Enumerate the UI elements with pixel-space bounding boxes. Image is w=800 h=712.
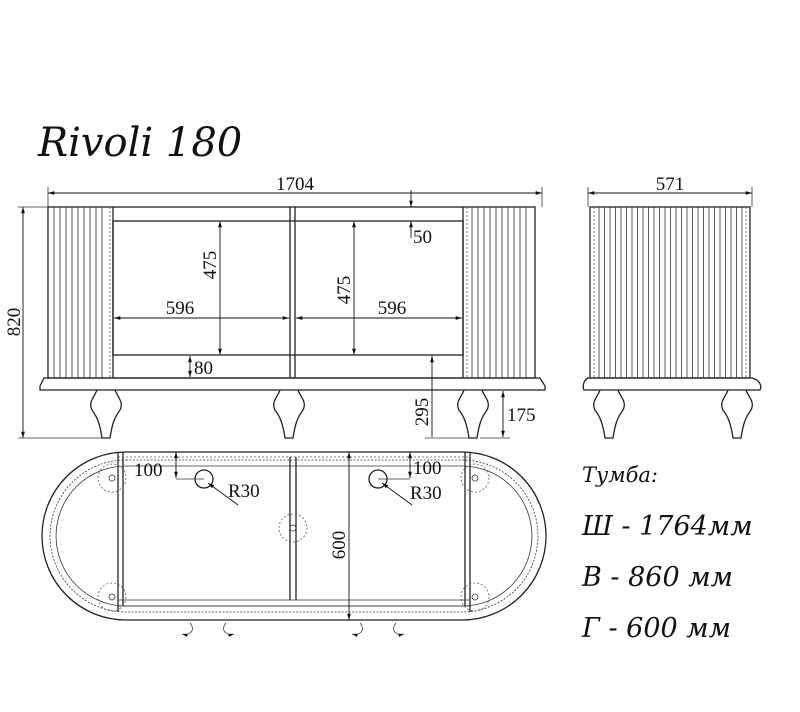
hole-radius-right: R30 (410, 483, 442, 504)
base-plinth (39, 377, 546, 391)
leg (721, 389, 753, 439)
dim-offset-right: 100 (413, 458, 442, 479)
top-view: 100 100 R30 R30 600 (41, 451, 547, 637)
dim-top-rail: 50 (413, 227, 432, 248)
legs (90, 389, 489, 439)
dim-door-height-right: 475 (334, 276, 355, 305)
cabinet-body (47, 206, 536, 379)
drawing-title: Rivoli 180 (37, 120, 242, 166)
dim-height: 820 (4, 308, 25, 337)
side-fluted-panel (598, 207, 743, 378)
side-base (582, 377, 762, 391)
specs-heading: Тумба: (582, 463, 658, 487)
dim-base-height: 295 (412, 398, 433, 427)
door-panel (112, 220, 464, 356)
dim-side-depth: 571 (656, 174, 685, 195)
leg (273, 389, 305, 439)
leg (593, 389, 625, 439)
leg-positions (97, 463, 490, 612)
dim-door-width-left: 596 (166, 298, 195, 319)
dim-door-width-right: 596 (378, 298, 407, 319)
spec-depth: Г - 600 мм (581, 613, 731, 644)
dim-top-depth: 600 (329, 531, 350, 560)
specs-block: Тумба: Ш - 1764мм В - 860 мм Г - 600 мм (581, 463, 753, 644)
countertop-outline (41, 451, 547, 621)
dim-width: 1704 (276, 174, 315, 195)
door-swing-arrows (181, 622, 405, 637)
leg (457, 389, 489, 439)
hole-radius-left: R30 (228, 481, 260, 502)
leg (90, 389, 122, 439)
side-body (589, 206, 751, 379)
spec-height: В - 860 мм (581, 562, 733, 593)
dim-leg-height: 175 (507, 405, 536, 426)
right-fluted-panel (471, 207, 527, 378)
spec-width: Ш - 1764мм (581, 511, 753, 542)
left-fluted-panel (53, 207, 103, 378)
dim-door-height-left: 475 (200, 251, 221, 280)
front-view: 1704 820 50 475 475 596 596 80 295 175 (4, 174, 546, 439)
side-view: 571 (582, 174, 762, 439)
dim-offset-left: 100 (134, 460, 163, 481)
dim-bottom-rail: 80 (194, 358, 213, 379)
